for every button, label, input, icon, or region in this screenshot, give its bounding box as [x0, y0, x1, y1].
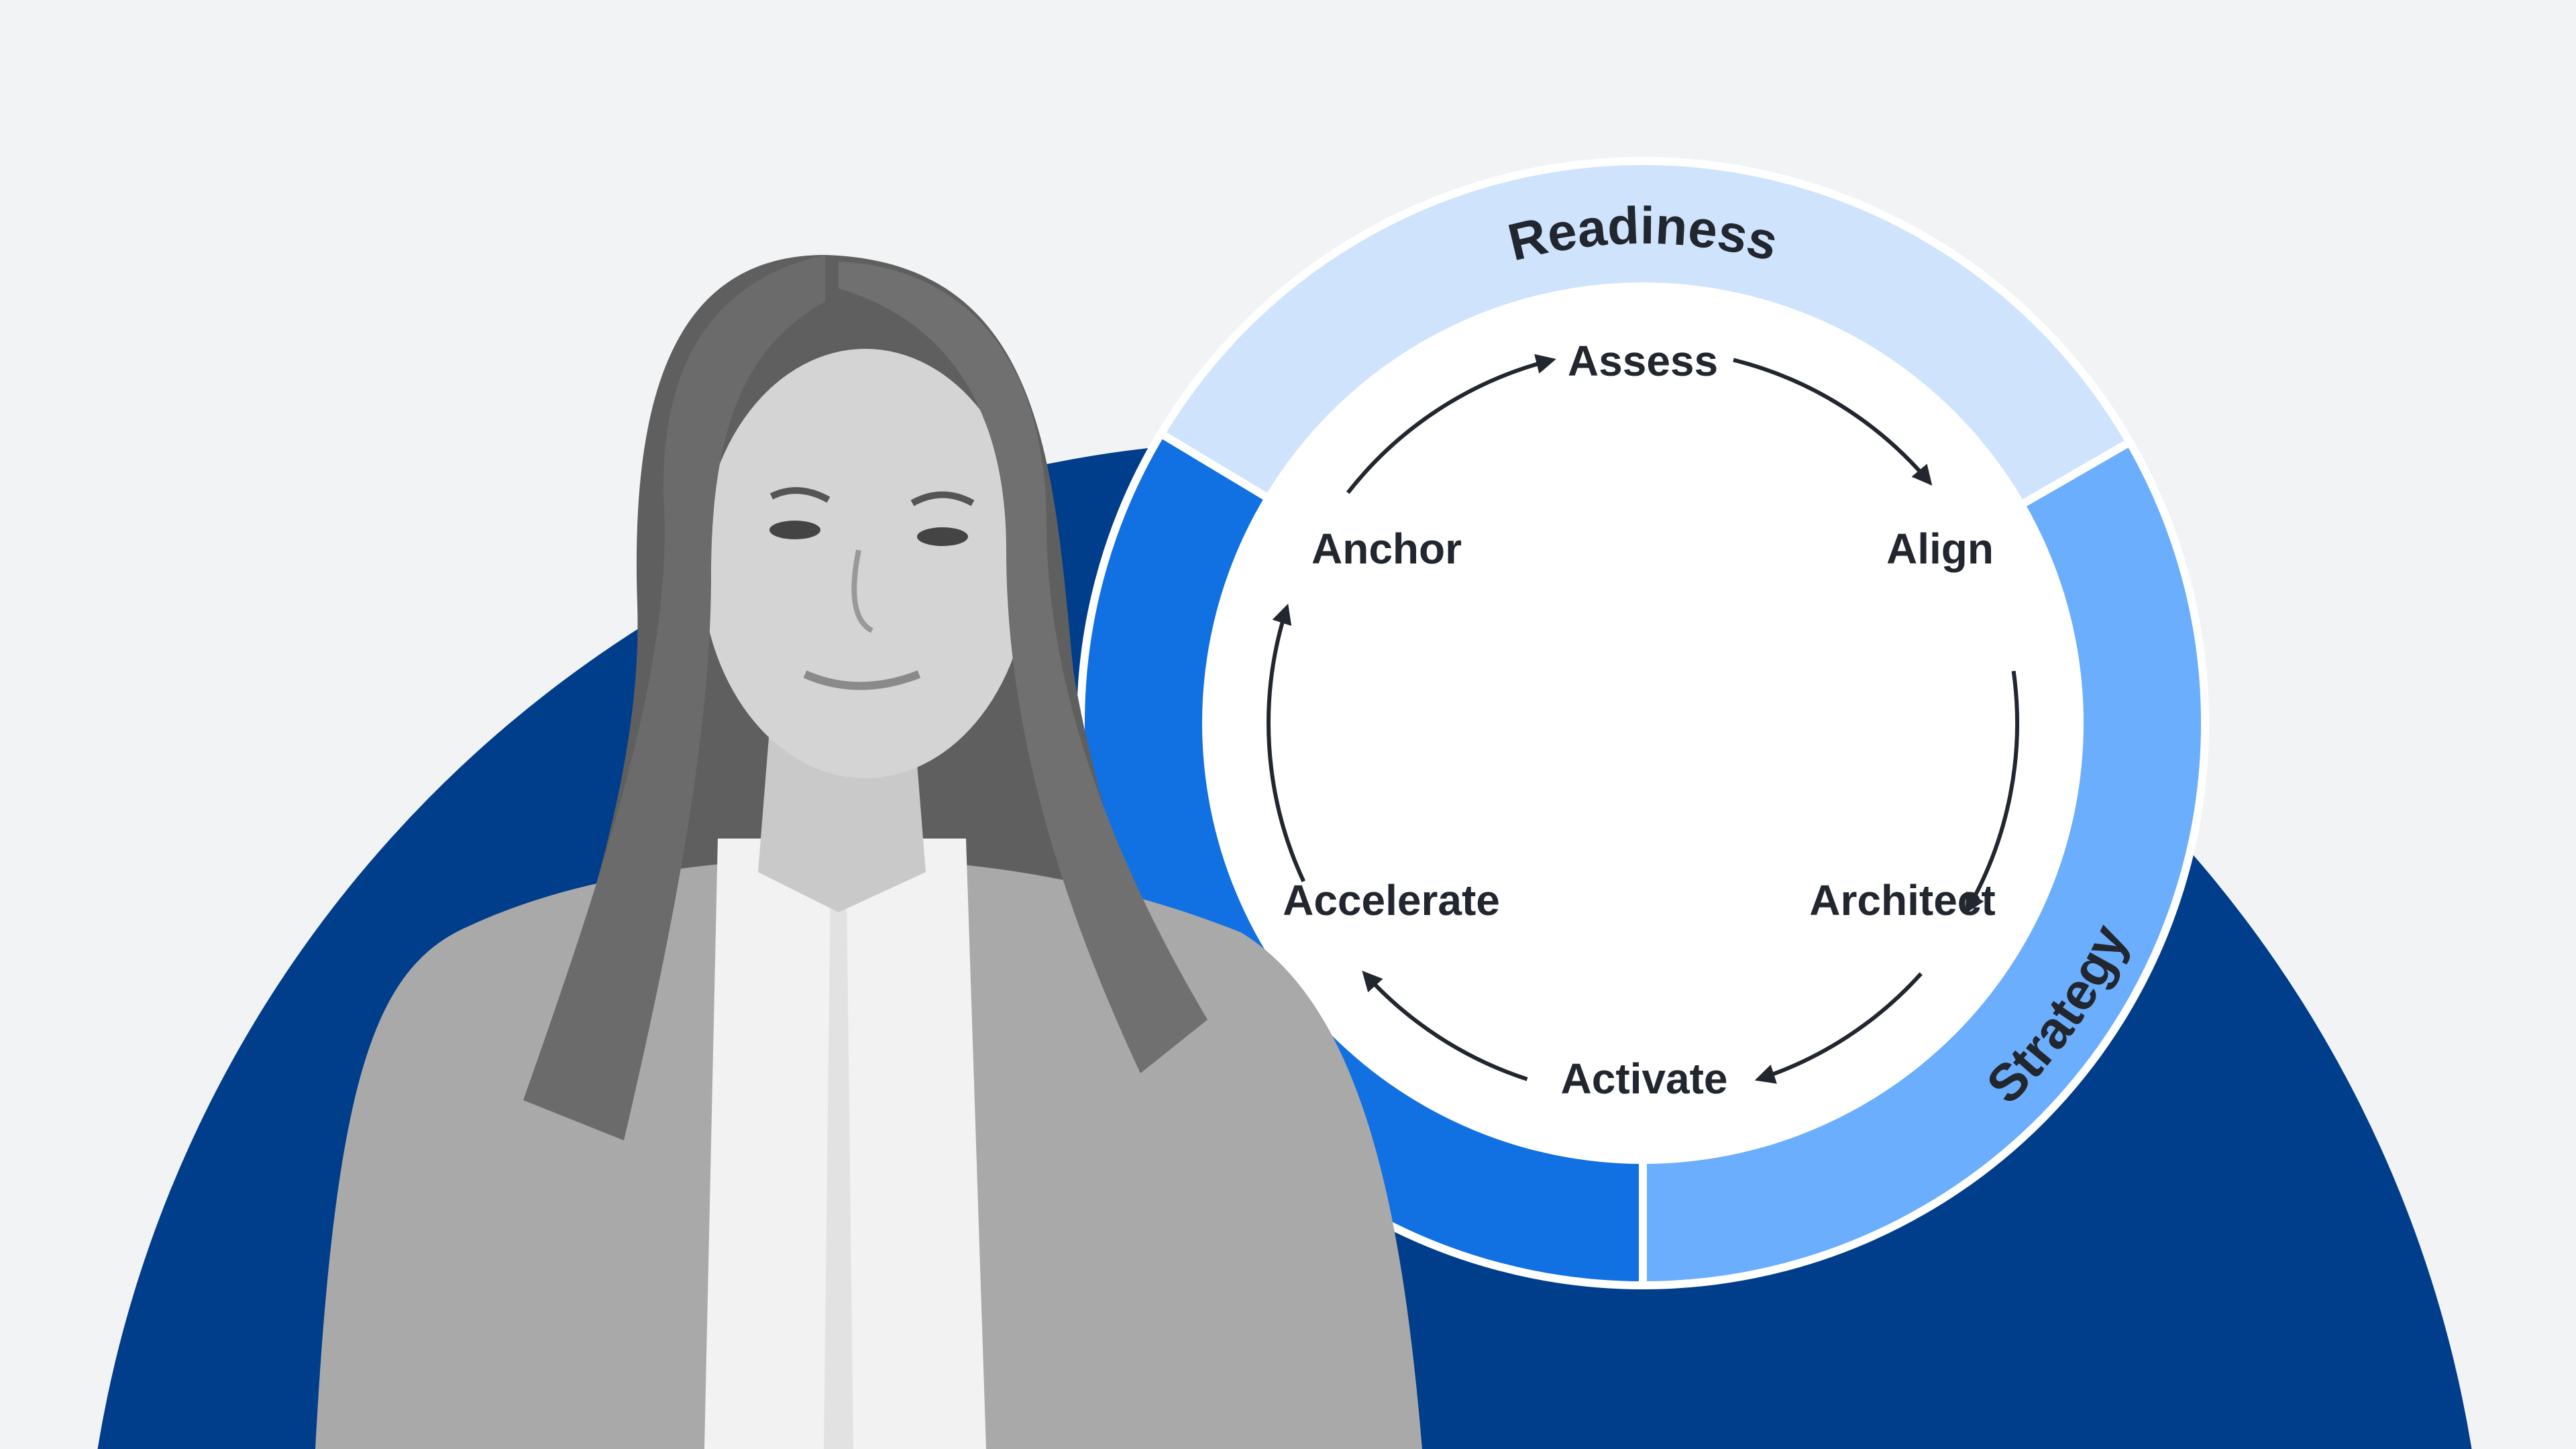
cycle-arrow — [1733, 358, 1933, 486]
inner-disc — [1202, 282, 2084, 1164]
cycle-arrows — [1267, 354, 2019, 1084]
cycle-arrow — [1754, 972, 1923, 1084]
step-activate: Activate — [1561, 1055, 1728, 1103]
step-anchor: Anchor — [1311, 525, 1462, 573]
cycle-arrow — [1965, 670, 2019, 914]
cycle-arrow — [1362, 970, 1528, 1081]
cycle-arrow — [1346, 354, 1556, 494]
step-accelerate: Accelerate — [1283, 876, 1500, 924]
person-photo — [315, 255, 1422, 1449]
cycle-arrow — [1267, 603, 1305, 883]
step-architect: Architect — [1809, 876, 1995, 924]
step-assess: Assess — [1568, 337, 1718, 385]
step-align: Align — [1886, 525, 1994, 573]
